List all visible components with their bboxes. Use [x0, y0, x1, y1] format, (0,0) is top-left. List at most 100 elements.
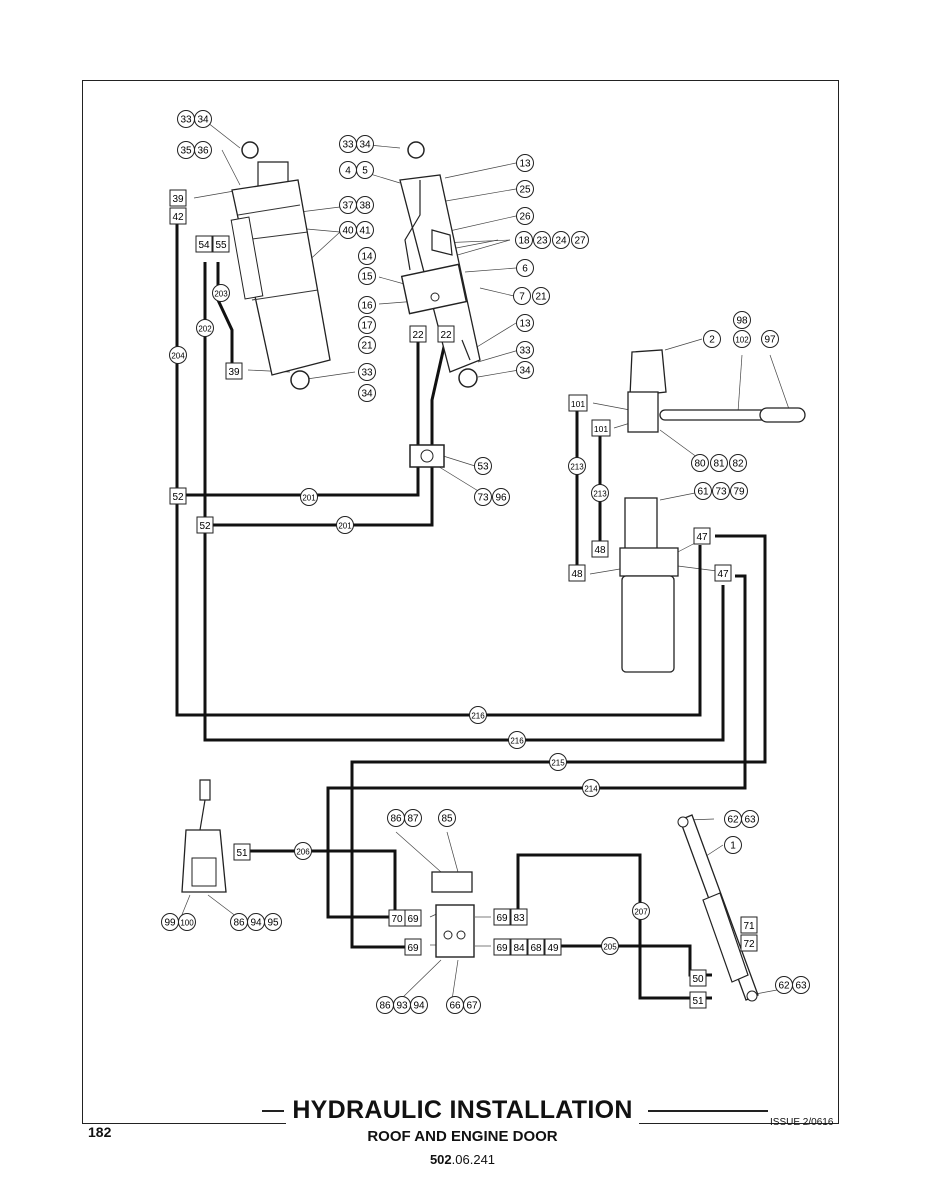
callout-202: 202 — [196, 319, 214, 337]
part-box-50: 50 — [689, 969, 707, 987]
part-number: 49 — [547, 943, 559, 954]
callout-number: 17 — [361, 321, 373, 332]
callout-number: 14 — [361, 252, 373, 263]
part-number: 84 — [513, 943, 525, 954]
callout-213: 213 — [591, 484, 609, 502]
callout-37: 37 — [339, 196, 357, 214]
callout-67: 67 — [463, 996, 481, 1014]
part-box-22: 22 — [437, 325, 455, 343]
callout-number: 87 — [407, 814, 419, 825]
callout-53: 53 — [474, 457, 492, 475]
part-number: 71 — [743, 921, 755, 932]
callout-circle — [729, 454, 747, 472]
callout-circle — [474, 457, 492, 475]
part-box-72: 72 — [740, 934, 758, 952]
leader-line — [399, 959, 442, 1001]
leader-line — [471, 322, 517, 351]
callout-circle — [513, 287, 531, 305]
callout-circle — [516, 180, 534, 198]
callout-18: 18 — [515, 231, 533, 249]
callout-circle — [358, 296, 376, 314]
callout-number: 95 — [267, 918, 279, 929]
callout-circle — [533, 231, 551, 249]
callout-number: 216 — [471, 712, 485, 721]
part-box — [740, 916, 758, 934]
callout-number: 34 — [197, 115, 209, 126]
part-box — [437, 325, 455, 343]
callout-201: 201 — [336, 516, 354, 534]
callout-circle — [591, 484, 609, 502]
callout-circle — [358, 316, 376, 334]
oil-reservoir — [621, 575, 675, 673]
callout-number: 73 — [715, 487, 727, 498]
callout-33: 33 — [516, 341, 534, 359]
callout-circle — [741, 810, 759, 828]
part-box-39: 39 — [225, 362, 243, 380]
callout-circle — [532, 287, 550, 305]
callout-number: 33 — [361, 368, 373, 379]
part-box-54: 54 — [195, 235, 213, 253]
callout-number: 81 — [713, 459, 725, 470]
callout-circle — [516, 314, 534, 332]
leader-line — [464, 267, 517, 273]
valve-connector — [199, 779, 211, 831]
part-box-42: 42 — [169, 207, 187, 225]
bracket-plate — [230, 216, 264, 300]
hydraulic-tube — [404, 180, 453, 271]
part-box-39: 39 — [169, 189, 187, 207]
callout-number: 94 — [413, 1001, 425, 1012]
part-box-51: 51 — [689, 991, 707, 1009]
callout-circle — [724, 836, 742, 854]
callout-number: 63 — [744, 815, 756, 826]
part-box-69: 69 — [404, 909, 422, 927]
callout-216: 216 — [469, 706, 487, 724]
part-number: 101 — [571, 399, 585, 409]
callout-number: 61 — [697, 487, 709, 498]
callout-number: 33 — [180, 115, 192, 126]
callout-circle — [492, 488, 510, 506]
callout-number: 100 — [180, 919, 194, 928]
part-box-101: 101 — [591, 419, 611, 437]
callout-circle — [356, 161, 374, 179]
callout-circle — [178, 913, 196, 931]
callout-number: 98 — [736, 316, 748, 327]
callout-number: 24 — [555, 236, 567, 247]
hose-line — [250, 849, 397, 917]
callout-number: 207 — [634, 908, 648, 917]
valve-block — [400, 263, 468, 315]
leader-line — [451, 959, 459, 1001]
callout-24: 24 — [552, 231, 570, 249]
part-number: 39 — [228, 367, 240, 378]
callout-21: 21 — [532, 287, 550, 305]
callout-number: 66 — [449, 1001, 461, 1012]
callout-93: 93 — [393, 996, 411, 1014]
document-number: 502.06.241 — [429, 1152, 496, 1167]
part-number: 22 — [440, 330, 452, 341]
callout-number: 201 — [302, 494, 316, 503]
callout-number: 214 — [584, 785, 598, 794]
callout-62: 62 — [775, 976, 793, 994]
leader-line — [592, 402, 631, 411]
callout-27: 27 — [571, 231, 589, 249]
callout-number: 25 — [519, 185, 531, 196]
callout-97: 97 — [761, 330, 779, 348]
callout-number: 99 — [164, 918, 176, 929]
callout-circle — [358, 336, 376, 354]
callout-86: 86 — [230, 913, 248, 931]
part-number: 54 — [198, 240, 210, 251]
callout-number: 82 — [732, 459, 744, 470]
diverter-valve — [435, 904, 475, 958]
callout-circle — [410, 996, 428, 1014]
callout-number: 21 — [361, 341, 373, 352]
part-box — [527, 938, 545, 956]
part-box-48: 48 — [591, 540, 609, 558]
callout-94: 94 — [410, 996, 428, 1014]
part-box-69: 69 — [493, 908, 511, 926]
part-box — [493, 908, 511, 926]
callout-5: 5 — [356, 161, 374, 179]
callout-94: 94 — [247, 913, 265, 931]
callout-214: 214 — [582, 779, 600, 797]
callout-circle — [601, 937, 619, 955]
callout-circle — [264, 913, 282, 931]
